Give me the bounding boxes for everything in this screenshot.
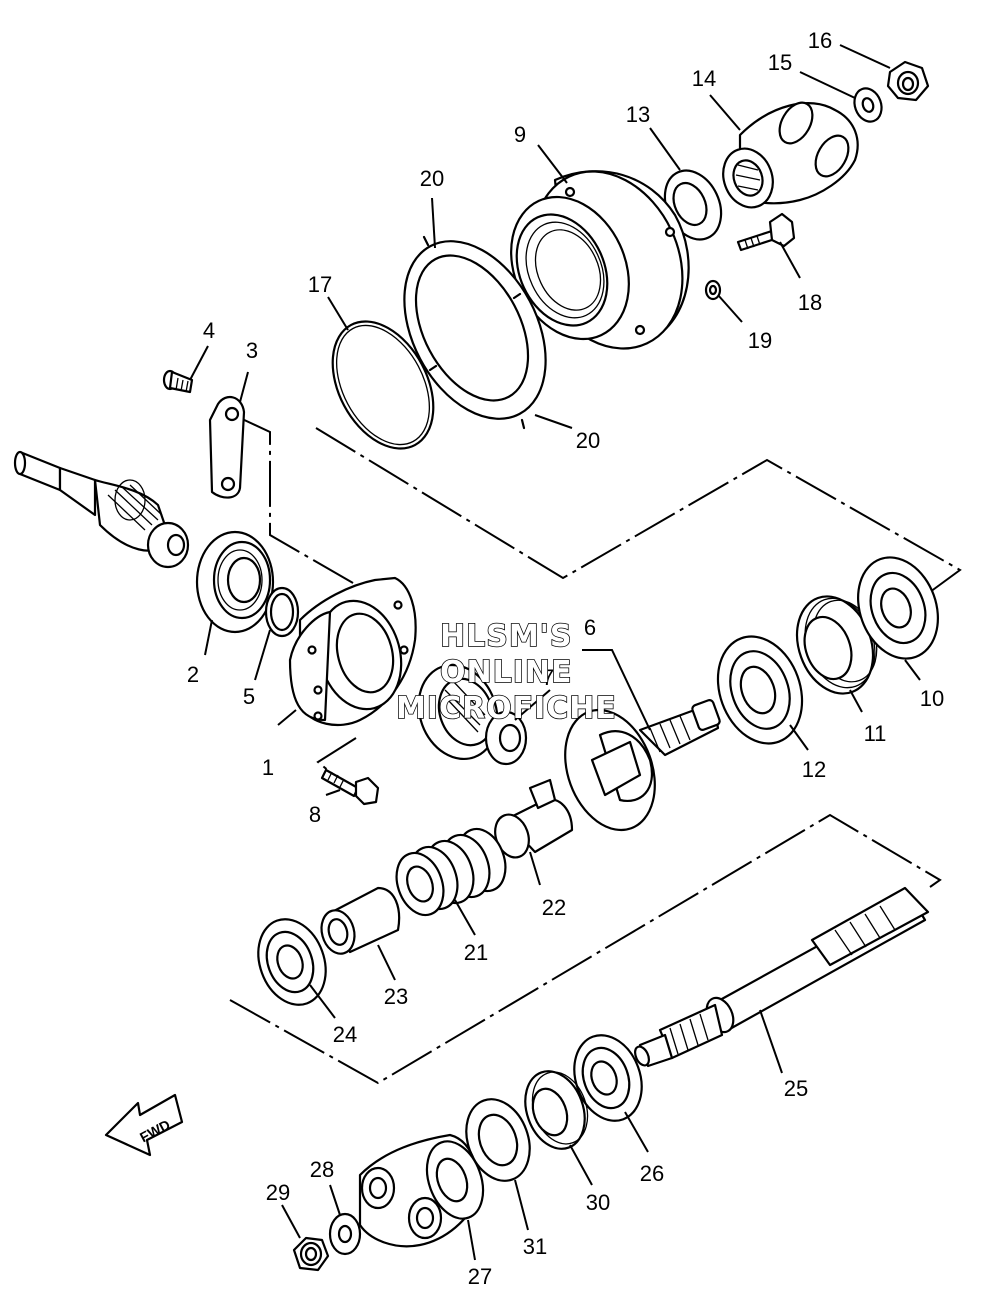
callout-26: 26 (640, 1161, 664, 1186)
part-9-bearing-housing (510, 170, 690, 350)
callout-29: 29 (266, 1180, 290, 1205)
part-1-bearing-retainer (288, 576, 417, 727)
callout-15: 15 (768, 50, 792, 75)
callout-22: 22 (542, 895, 566, 920)
callout-25: 25 (784, 1076, 808, 1101)
part-11-retainer (795, 595, 878, 695)
callout-24: 24 (333, 1022, 357, 1047)
part-24-bearing (257, 918, 327, 1006)
part-8-bolt (320, 768, 380, 806)
part-14-yoke (722, 101, 859, 209)
part-10-bearing (857, 556, 939, 660)
callout-5: 5 (243, 684, 255, 709)
callout-3: 3 (246, 338, 258, 363)
splined-input-shaft (13, 450, 190, 569)
watermark-line-1: HLSM'S (440, 619, 572, 654)
part-18-bolt (736, 212, 796, 252)
callout-10: 10 (920, 686, 944, 711)
callout-21: 21 (464, 940, 488, 965)
callout-labels: 1 2 3 4 5 6 7 8 9 10 11 12 13 14 15 16 1… (187, 28, 944, 1289)
callout-20-bottom: 20 (576, 428, 600, 453)
part-28-washer (328, 1212, 362, 1256)
callout-16: 16 (808, 28, 832, 53)
part-6-ring-gear (564, 699, 721, 832)
callout-6: 6 (584, 615, 596, 640)
callout-11: 11 (864, 721, 887, 746)
part-19-washer (704, 279, 722, 301)
part-3-plate (208, 395, 246, 499)
part-21-spring (395, 827, 507, 917)
callout-27: 27 (468, 1264, 492, 1289)
part-17-o-ring (331, 320, 435, 450)
callout-14: 14 (692, 66, 716, 91)
callout-23: 23 (384, 984, 408, 1009)
forward-direction-arrow: FWD (104, 1093, 184, 1157)
callout-31: 31 (523, 1234, 547, 1259)
part-23-collar (320, 886, 401, 955)
callout-2: 2 (187, 662, 199, 687)
part-26-bearing (573, 1034, 643, 1122)
part-25-drive-shaft (634, 886, 930, 1068)
callout-9: 9 (514, 122, 526, 147)
callout-13: 13 (626, 102, 650, 127)
part-4-screw (162, 369, 194, 394)
part-5-o-ring (264, 586, 300, 638)
part-20-shim (403, 235, 547, 430)
callout-7: 7 (542, 665, 554, 690)
watermark: HLSM'S ONLINE MICROFICHE (395, 618, 617, 727)
callout-4: 4 (203, 318, 215, 343)
callout-1: 1 (262, 755, 274, 780)
watermark-line-2: ONLINE (440, 655, 573, 690)
part-2-bearing (195, 530, 275, 634)
part-30-ring-nut (524, 1070, 589, 1150)
leader-lines (189, 44, 921, 1261)
callout-20-top: 20 (420, 166, 444, 191)
callout-17: 17 (308, 272, 332, 297)
part-16-nut (886, 60, 930, 102)
callout-19: 19 (748, 328, 772, 353)
callout-8: 8 (309, 802, 321, 827)
callout-28: 28 (310, 1157, 334, 1182)
part-31-oil-seal (465, 1098, 531, 1182)
part-12-bearing (716, 635, 804, 745)
watermark-line-3: MICROFICHE (396, 691, 617, 726)
part-27-yoke (358, 1133, 485, 1248)
callout-12: 12 (802, 757, 826, 782)
callout-30: 30 (586, 1190, 610, 1215)
callout-18: 18 (798, 290, 822, 315)
part-7-gear (417, 663, 528, 766)
part-29-nut (292, 1236, 330, 1272)
part-15-washer (853, 87, 883, 123)
